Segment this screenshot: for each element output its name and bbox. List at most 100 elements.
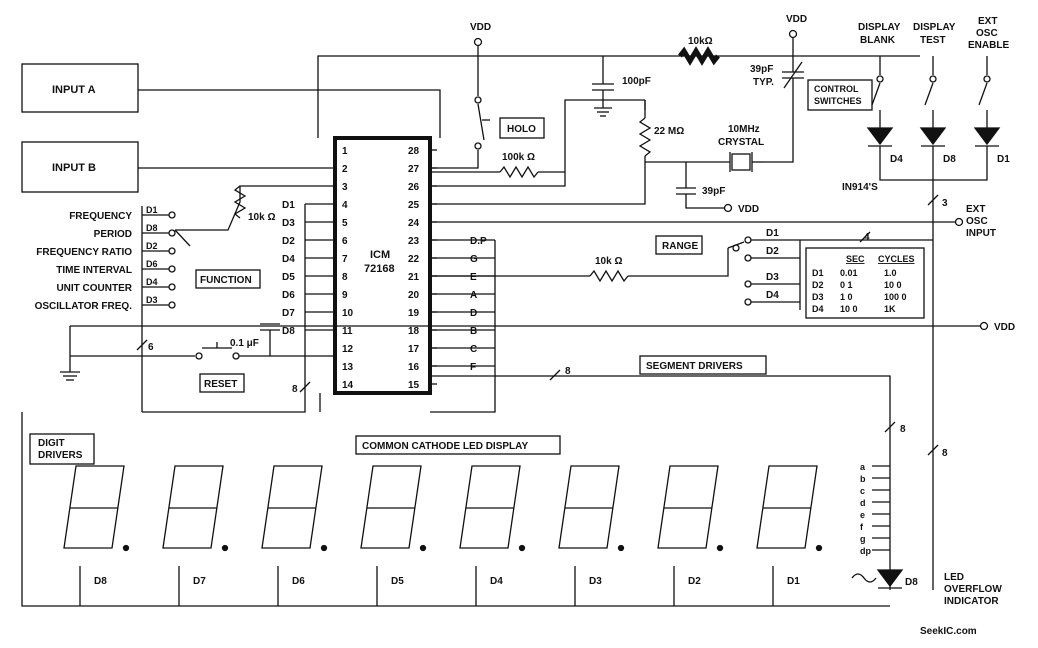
function-contact[interactable] xyxy=(168,211,176,219)
seg-pin-label: E xyxy=(470,272,477,283)
range-contact[interactable] xyxy=(744,298,752,306)
range-contact[interactable] xyxy=(744,280,752,288)
ctrl-switch-blade xyxy=(978,82,988,106)
pin-right-24: 24 xyxy=(408,218,420,229)
function-contact[interactable] xyxy=(168,247,176,255)
range-table-box xyxy=(805,247,925,319)
resistor-10k-top-path xyxy=(679,49,719,63)
c-39pf-label: 39pF xyxy=(702,186,725,197)
function-digit: D4 xyxy=(146,277,158,287)
function-contact[interactable] xyxy=(168,229,176,237)
led-digit: D6 xyxy=(261,465,328,606)
led-digit-label: D7 xyxy=(193,576,206,587)
pin-left-6: 6 xyxy=(342,236,348,247)
c-100pf-label: 100pF xyxy=(622,76,651,87)
pin-left-10: 10 xyxy=(342,308,354,319)
pin-right-15: 15 xyxy=(408,380,420,391)
r-10k-range-label: 10k Ω xyxy=(595,256,622,267)
control-switches-1: CONTROL xyxy=(814,84,859,94)
bus-slash-6 xyxy=(136,339,148,351)
ctrl-switch-contact[interactable] xyxy=(983,75,991,83)
holo-contact-top xyxy=(474,96,482,104)
range-pivot xyxy=(732,244,740,252)
range-row-cycles: 1K xyxy=(884,304,896,314)
digit-pin-label: D3 xyxy=(282,218,295,229)
ext-osc-input-1: EXT xyxy=(966,204,985,215)
led-digit-outline xyxy=(558,465,620,549)
range-row-cycles: 1.0 xyxy=(884,268,897,278)
segment-letter: a xyxy=(860,462,866,472)
control-switches-2: SWITCHES xyxy=(814,96,862,106)
bus-count-6: 6 xyxy=(148,342,154,353)
pin-left-9: 9 xyxy=(342,290,348,301)
ctrl-switch-blade xyxy=(871,82,881,106)
overflow-diode-label: D8 xyxy=(905,577,918,588)
range-label: RANGE xyxy=(662,241,698,252)
pin-left-3: 3 xyxy=(342,182,348,193)
function-digit: D1 xyxy=(146,205,158,215)
reset-label: RESET xyxy=(204,379,237,390)
crystal-label-2: CRYSTAL xyxy=(718,137,764,148)
range-table-header-sec: SEC xyxy=(846,254,865,264)
vdd-terminal-right xyxy=(979,321,989,331)
watermark: SeekIC.com xyxy=(920,626,977,637)
pin-left-1: 1 xyxy=(342,146,348,157)
digit-pin-label: D5 xyxy=(282,272,295,283)
pin-left-7: 7 xyxy=(342,254,348,265)
holo-switch-blade xyxy=(477,103,485,141)
range-row-digit: D1 xyxy=(812,268,824,278)
led-digit: D7 xyxy=(162,465,229,606)
wire-22m-crystal xyxy=(644,156,730,163)
function-wiper xyxy=(174,229,191,247)
ac-symbol xyxy=(851,573,877,583)
seg-pin-label: G xyxy=(470,254,478,265)
ctrl-switch-contact[interactable] xyxy=(876,75,884,83)
function-contact[interactable] xyxy=(168,283,176,291)
resistor-22m xyxy=(638,117,652,157)
digit-pin-label: D4 xyxy=(282,254,295,265)
bus-slash-8d xyxy=(927,444,939,456)
function-digit: D3 xyxy=(146,295,158,305)
pin-right-16: 16 xyxy=(408,362,420,373)
segment-drivers-box xyxy=(639,355,767,375)
r-10k-func-label: 10k Ω xyxy=(248,212,275,223)
display-test-2: TEST xyxy=(920,35,946,46)
wire-range-switch xyxy=(628,248,729,277)
function-contact[interactable] xyxy=(168,265,176,273)
led-overflow-3: INDICATOR xyxy=(944,596,999,607)
range-switch-label: D2 xyxy=(766,246,779,257)
wire-39pf-vdd xyxy=(685,194,724,209)
ext-osc-input-2: OSC xyxy=(966,216,988,227)
function-option: FREQUENCY RATIO xyxy=(36,247,132,258)
seg-pin-label: D xyxy=(470,308,477,319)
range-row-sec: 0.01 xyxy=(840,268,858,278)
digit-pin-label: D7 xyxy=(282,308,295,319)
pin-left-12: 12 xyxy=(342,344,354,355)
ctrl-switch-contact[interactable] xyxy=(929,75,937,83)
digit-drivers-1: DIGIT xyxy=(38,438,65,449)
ic-name-1: ICM xyxy=(370,249,390,261)
range-contact[interactable] xyxy=(744,236,752,244)
r-10k-top-label: 10kΩ xyxy=(688,36,713,47)
bus-count-4: 4 xyxy=(864,232,870,243)
range-contact[interactable] xyxy=(744,254,752,262)
wire-holo-pin27 xyxy=(430,150,479,169)
segment-letter: c xyxy=(860,486,865,496)
display-test-1: DISPLAY xyxy=(913,22,956,33)
vdd-terminal-trim xyxy=(788,29,798,39)
function-contact[interactable] xyxy=(168,301,176,309)
led-digit-dp xyxy=(518,544,526,552)
segment-letter: dp xyxy=(860,546,871,556)
wire-function-pin3 xyxy=(175,185,335,231)
range-row-digit: D2 xyxy=(812,280,824,290)
pin-left-8: 8 xyxy=(342,272,348,283)
digit-pin-label: D2 xyxy=(282,236,295,247)
